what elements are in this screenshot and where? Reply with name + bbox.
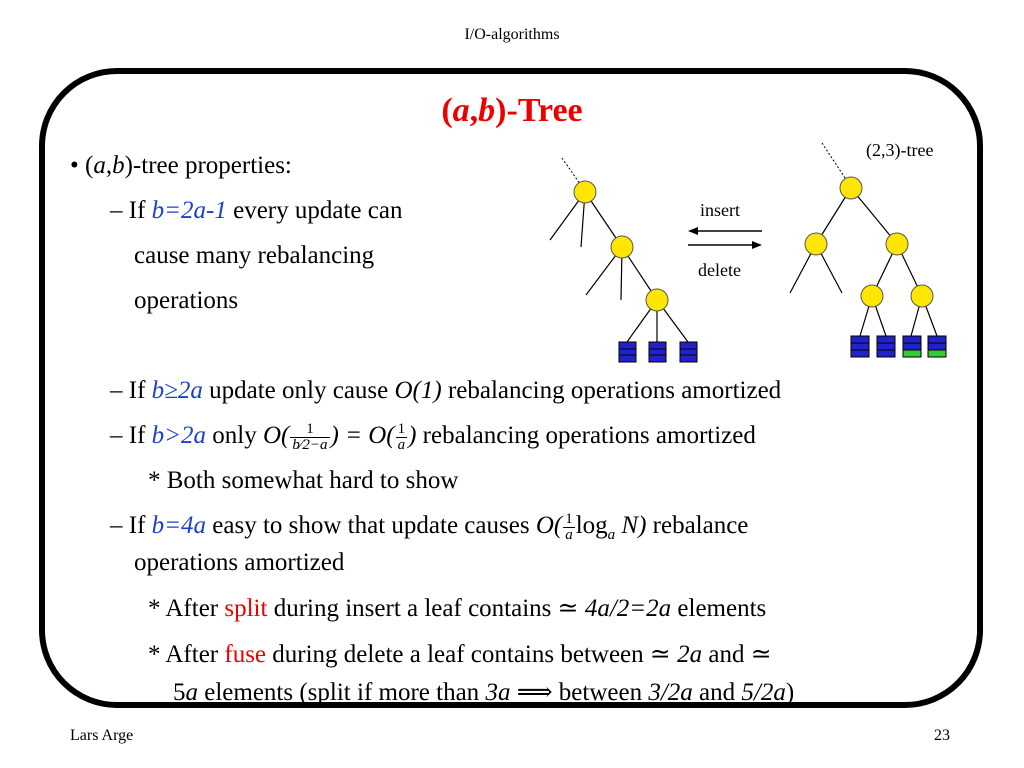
leaf-block bbox=[648, 341, 667, 363]
dotted-parent-edge bbox=[821, 142, 852, 188]
header-title: I/O-algorithms bbox=[464, 26, 560, 43]
sub-sub-bullet-split: * After split during insert a leaf conta… bbox=[148, 595, 767, 622]
sub-bullet-b2a-1: – If b=2a-1 every update can bbox=[110, 197, 403, 224]
right-tree bbox=[789, 142, 947, 358]
tree-diagram bbox=[549, 142, 947, 363]
tree-label: (2,3)-tree bbox=[866, 140, 934, 160]
leaf-block-new bbox=[902, 335, 922, 358]
tree-node bbox=[804, 232, 828, 256]
left-tree bbox=[549, 157, 698, 363]
leaf-block bbox=[850, 335, 870, 358]
tree-node bbox=[910, 284, 934, 308]
insert-label: insert bbox=[700, 200, 740, 220]
bullet-properties: • (a,b)-tree properties: bbox=[70, 152, 292, 179]
leaf-block bbox=[876, 335, 896, 358]
footer-author: Lars Arge bbox=[70, 727, 134, 744]
delete-arrow bbox=[688, 241, 762, 249]
leaf-block bbox=[618, 341, 637, 363]
sub-sub-bullet-fuse-line2: 5a elements (split if more than 3a ⟹ bet… bbox=[173, 679, 795, 706]
sub-sub-bullet-hard: * Both somewhat hard to show bbox=[148, 467, 459, 494]
slide-frame bbox=[39, 68, 983, 708]
leaf-block-new bbox=[927, 335, 947, 358]
sub-bullet-bge2a: – If b≥2a update only cause O(1) rebalan… bbox=[110, 377, 782, 404]
insert-arrow bbox=[688, 227, 762, 235]
sub-bullet-b4a: – If b=4a easy to show that update cause… bbox=[110, 511, 749, 544]
tree-node bbox=[645, 288, 669, 312]
sub-bullet-b2a-1-line2: cause many rebalancing bbox=[134, 242, 375, 269]
footer-page-number: 23 bbox=[934, 727, 950, 744]
sub-sub-bullet-fuse: * After fuse during delete a leaf contai… bbox=[148, 641, 772, 668]
tree-node bbox=[610, 235, 634, 259]
tree-node bbox=[860, 284, 884, 308]
slide-title: (a,b)-Tree bbox=[441, 92, 583, 129]
sub-bullet-b2a-1-line3: operations bbox=[134, 287, 239, 314]
tree-node bbox=[839, 176, 863, 200]
sub-bullet-b4a-line2: operations amortized bbox=[134, 549, 345, 576]
tree-edge bbox=[850, 187, 898, 245]
delete-label: delete bbox=[698, 260, 741, 280]
tree-node bbox=[885, 232, 909, 256]
leaf-block bbox=[679, 341, 698, 363]
tree-node bbox=[573, 180, 597, 204]
